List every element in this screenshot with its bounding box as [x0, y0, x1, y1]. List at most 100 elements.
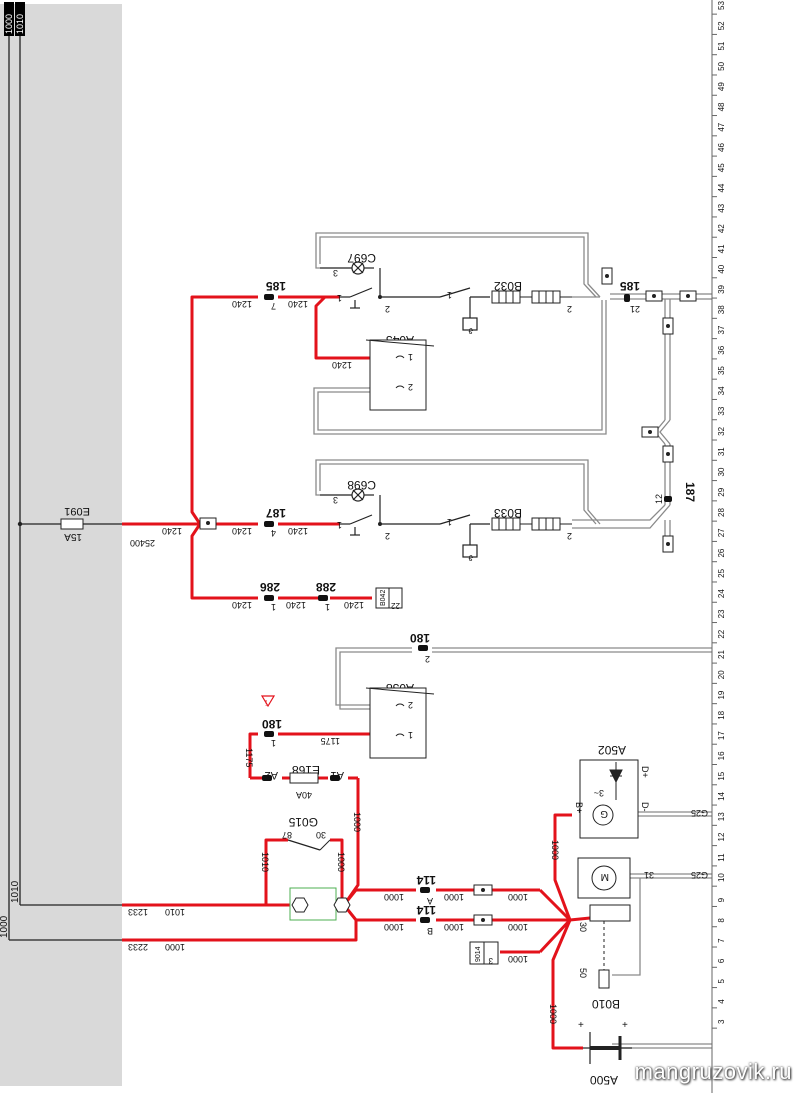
ruler-number: 46 — [717, 143, 726, 152]
ruler-number: 49 — [717, 82, 726, 91]
ruler-number: 10 — [717, 873, 726, 882]
label-b033: B033 — [494, 506, 522, 520]
ruler-number: 31 — [717, 447, 726, 456]
ruler-number: 35 — [717, 366, 726, 375]
svg-text:+: + — [622, 1020, 628, 1031]
red-wires — [122, 295, 591, 1050]
ruler-number: 12 — [717, 832, 726, 841]
switch-c698 — [320, 488, 490, 558]
ruler-number: 39 — [717, 284, 726, 293]
label-1000-bottom: 1000 — [165, 942, 185, 952]
ruler-number: 44 — [717, 183, 726, 192]
fuse-e168 — [262, 772, 340, 784]
label-g015: G015 — [288, 815, 318, 829]
label-50: 50 — [578, 968, 588, 978]
ruler-number: 36 — [717, 345, 726, 354]
fuse-rating: 15A — [64, 531, 82, 542]
pin-b032-1: 1 — [447, 290, 452, 300]
label-1240-a043: 1240 — [332, 360, 352, 370]
header-box-1000: 1000 — [4, 14, 14, 34]
ruler-number: 13 — [717, 812, 726, 821]
label-e168-rating: 40A — [296, 790, 312, 800]
ruler-number: 19 — [717, 690, 726, 699]
ruler-number: 15 — [717, 771, 726, 780]
pin-a043-2: 2 — [408, 382, 413, 392]
ruler-number: 26 — [717, 548, 726, 557]
label-1000-r1b: 1000 — [444, 892, 464, 902]
ruler-number: 16 — [717, 751, 726, 760]
label-1000-left: 1000 — [0, 915, 10, 938]
pin-sw2-3: 3 — [333, 495, 338, 505]
warning-icon: ! — [260, 695, 276, 708]
label-b042: B042 — [380, 590, 387, 606]
ruler-number: 9 — [717, 897, 726, 902]
ruler-number: 51 — [717, 41, 726, 50]
ruler-labels: 3456789101112131415161718192021222324252… — [712, 1, 726, 1029]
label-b042-pin: 22 — [391, 601, 400, 610]
label-a502-g: G — [600, 808, 608, 819]
label-2233: 2233 — [128, 942, 148, 952]
ruler-number: 41 — [717, 244, 726, 253]
label-1000-g015: 1000 — [352, 812, 362, 832]
relay-b033 — [491, 517, 572, 531]
alternator-a502 — [579, 759, 639, 839]
ruler-number: 14 — [717, 791, 726, 800]
label-1175: 1175 — [321, 736, 340, 746]
ruler-number: 40 — [717, 264, 726, 273]
label-c697: C697 — [347, 251, 376, 265]
label-1000-r2a: 1000 — [384, 922, 404, 932]
label-1240-low-a: 1240 — [232, 600, 252, 610]
label-a502-bplus: B+ — [574, 802, 584, 813]
pin-a038-1: 1 — [408, 730, 413, 740]
ruler-number: 3 — [717, 1019, 726, 1024]
label-114-a: 114 — [416, 873, 436, 887]
label-1010-g015: 1010 — [260, 852, 270, 872]
label-286: 286 — [260, 580, 280, 594]
label-114-a-pin: A — [427, 896, 433, 906]
label-g015-87: 87 — [282, 830, 292, 840]
label-a502-dplus: D+ — [640, 766, 650, 778]
ruler-number: 38 — [717, 305, 726, 314]
label-180-low: 180 — [262, 717, 282, 731]
pin-b032-2: 2 — [567, 304, 572, 314]
label-1000-bat: 1000 — [548, 1004, 558, 1024]
label-180-top-pin: 2 — [425, 654, 430, 664]
label-b010: B010 — [592, 997, 620, 1011]
ruler-number: 43 — [717, 203, 726, 212]
label-114-b: 114 — [416, 903, 436, 917]
starter-b010 — [577, 857, 631, 989]
pin-numbers: 1 2 3 1 2 3 1 2 1 2 — [333, 268, 572, 541]
label-187: 187 — [266, 506, 286, 520]
label-1000-bplus: 1000 — [550, 840, 560, 860]
label-114-b-pin: B — [427, 926, 433, 936]
ruler-number: 47 — [717, 122, 726, 131]
ruler-number: 5 — [717, 978, 726, 983]
switch-c697 — [320, 261, 490, 331]
ruler-number: 20 — [717, 670, 726, 679]
pin-a043-1: 1 — [408, 352, 413, 362]
ruler-number: 29 — [717, 487, 726, 496]
left-bus — [8, 36, 122, 941]
pin-sw1-2: 2 — [385, 304, 390, 314]
pin-sw1-1: 1 — [337, 293, 342, 303]
label-a500: A500 — [590, 1073, 618, 1087]
battery-a500 — [583, 1032, 632, 1064]
site-watermark: mangruzovik.ru — [634, 1059, 792, 1084]
pin-sw2-2: 2 — [385, 531, 390, 541]
label-c698: C698 — [347, 478, 376, 492]
label-g25-a: G25 — [691, 808, 708, 818]
label-1000-r3: 1000 — [508, 954, 528, 964]
label-9014-pin: 3 — [488, 956, 493, 965]
svg-text:ϑ: ϑ — [468, 326, 473, 335]
ruler-number: 24 — [717, 589, 726, 598]
header-boxes: 1000 1010 — [4, 2, 25, 36]
pin-sw2-1: 1 — [337, 520, 342, 530]
label-1240-fuse: 1240 — [162, 526, 182, 536]
pin-a038-2: 2 — [408, 700, 413, 710]
label-1000-r2c: 1000 — [508, 922, 528, 932]
label-9014: 9014 — [475, 946, 482, 962]
ruler-number: 45 — [717, 163, 726, 172]
ruler-number: 8 — [717, 918, 726, 923]
label-185-right-pin: 21 — [630, 304, 640, 314]
pin-connectors — [264, 294, 672, 923]
